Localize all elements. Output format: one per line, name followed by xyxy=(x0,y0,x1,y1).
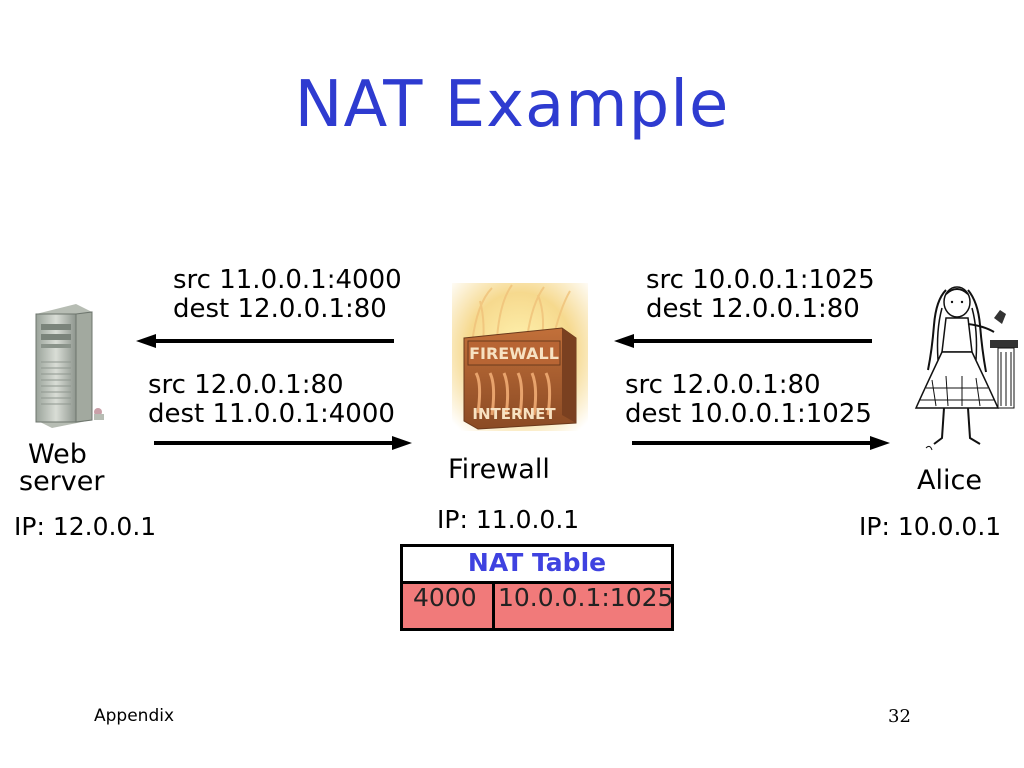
web-server-icon xyxy=(35,304,104,428)
packet-dest: dest 10.0.0.1:1025 xyxy=(625,399,872,429)
packet-fw-to-server: src 11.0.0.1:4000 dest 12.0.0.1:80 xyxy=(173,266,402,324)
nat-table-header: NAT Table xyxy=(403,547,671,584)
packet-alice-to-fw: src 10.0.0.1:1025 dest 12.0.0.1:80 xyxy=(646,266,875,324)
web-server-label-2: server xyxy=(19,466,105,497)
alice-label: Alice xyxy=(917,465,982,496)
packet-src: src 11.0.0.1:4000 xyxy=(173,265,402,295)
packet-src: src 10.0.0.1:1025 xyxy=(646,265,875,295)
nat-table-port: 4000 xyxy=(403,584,495,628)
packet-server-to-fw: src 12.0.0.1:80 dest 11.0.0.1:4000 xyxy=(148,371,395,429)
nat-table-address: 10.0.0.1:1025 xyxy=(498,583,674,612)
page-number: 32 xyxy=(888,706,911,727)
firewall-ip: IP: 11.0.0.1 xyxy=(437,505,580,534)
nat-table-row: 4000 10.0.0.1:1025 xyxy=(403,583,674,628)
packet-dest: dest 12.0.0.1:80 xyxy=(646,294,860,324)
arrow-right-to-firewall xyxy=(154,436,412,450)
arrow-left-to-server xyxy=(136,334,394,348)
alice-ip: IP: 10.0.0.1 xyxy=(859,512,1002,541)
arrow-left-to-firewall xyxy=(614,334,872,348)
footer-appendix: Appendix xyxy=(94,706,175,726)
alice-icon xyxy=(914,286,1018,451)
web-server-ip: IP: 12.0.0.1 xyxy=(14,512,157,541)
packet-fw-to-alice: src 12.0.0.1:80 dest 10.0.0.1:1025 xyxy=(625,371,872,429)
firewall-sign-text: FIREWALL xyxy=(469,344,559,363)
nat-table: NAT Table 4000 10.0.0.1:1025 xyxy=(400,544,674,631)
packet-src: src 12.0.0.1:80 xyxy=(148,370,344,400)
arrow-right-to-alice xyxy=(632,436,890,450)
packet-dest: dest 11.0.0.1:4000 xyxy=(148,399,395,429)
firewall-label: Firewall xyxy=(448,454,550,485)
firewall-internet-text: INTERNET xyxy=(472,405,556,423)
firewall-icon: FIREWALL INTERNET xyxy=(452,283,588,431)
packet-dest: dest 12.0.0.1:80 xyxy=(173,294,387,324)
slide-title: NAT Example xyxy=(294,68,730,142)
packet-src: src 12.0.0.1:80 xyxy=(625,370,821,400)
web-server-label-1: Web xyxy=(28,439,87,470)
